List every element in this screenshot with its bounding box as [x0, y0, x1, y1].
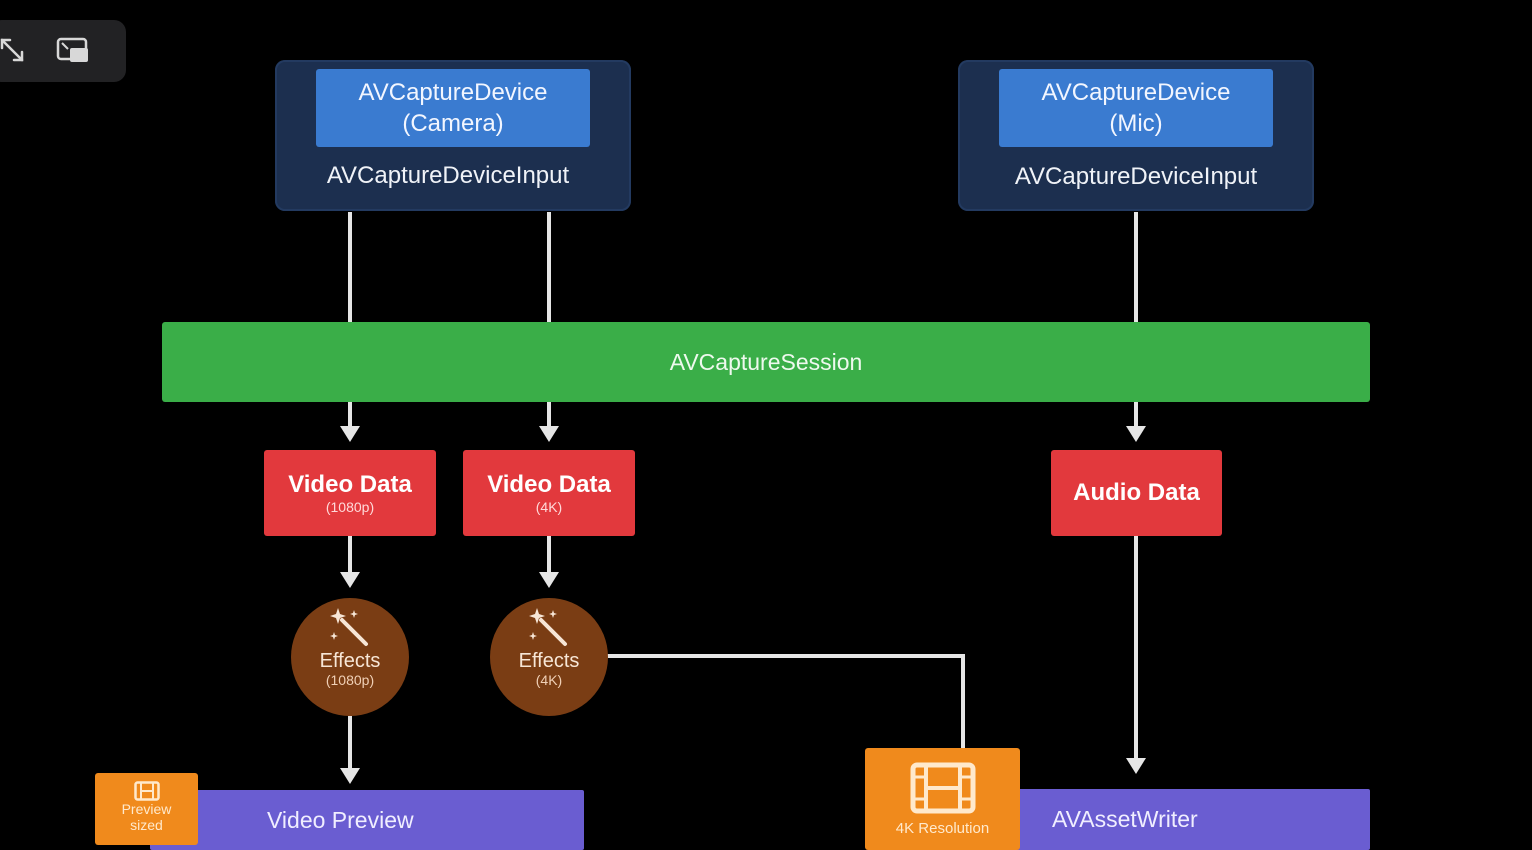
arrowhead: [340, 768, 360, 784]
magic-wand-icon: [529, 608, 567, 646]
video-data-resolution: (4K): [535, 499, 563, 515]
effects-title: Effects: [518, 650, 580, 672]
arrowhead: [1126, 758, 1146, 774]
preview-sized-badge: Preview sized: [95, 773, 198, 845]
4k-resolution-badge: 4K Resolution: [865, 748, 1020, 850]
camera-input-label: AVCaptureDeviceInput: [326, 162, 570, 189]
effects-1080p: Effects (1080p): [291, 598, 409, 716]
arrowhead: [539, 572, 559, 588]
effects-resolution: (4K): [535, 672, 563, 688]
camera-device: AVCaptureDevice (Camera): [316, 69, 590, 147]
arrowhead: [340, 572, 360, 588]
film-strip-icon: [133, 781, 160, 801]
resize-arrows-icon[interactable]: [0, 36, 28, 66]
wire-effects-4k-to-writer: [607, 654, 965, 748]
capture-session: AVCaptureSession: [162, 322, 1370, 402]
mic-device-type: (Mic): [1109, 110, 1163, 137]
camera-device-type: (Camera): [402, 110, 504, 137]
camera-device-input: AVCaptureDevice (Camera) AVCaptureDevice…: [275, 60, 631, 211]
preview-badge-line1: Preview: [121, 801, 172, 817]
arrowhead: [539, 426, 559, 442]
mic-device-name: AVCaptureDevice: [1041, 79, 1231, 106]
video-data-4k: Video Data (4K): [463, 450, 635, 536]
mic-input-label: AVCaptureDeviceInput: [1014, 163, 1258, 190]
picture-in-picture-icon[interactable]: [56, 36, 92, 66]
video-data-resolution: (1080p): [325, 499, 375, 515]
video-preview-label: Video Preview: [267, 806, 414, 833]
mic-device: AVCaptureDevice (Mic): [999, 69, 1273, 147]
arrowhead: [1126, 426, 1146, 442]
film-strip-icon: [910, 762, 975, 814]
effects-4k: Effects (4K): [490, 598, 608, 716]
magic-wand-icon: [330, 608, 368, 646]
mic-device-input: AVCaptureDevice (Mic) AVCaptureDeviceInp…: [958, 60, 1314, 211]
audio-data-title: Audio Data: [1073, 479, 1200, 506]
video-data-1080p: Video Data (1080p): [264, 450, 436, 536]
player-controls: [0, 20, 126, 82]
asset-writer: AVAssetWriter: [1010, 789, 1370, 850]
effects-title: Effects: [319, 650, 381, 672]
video-data-title: Video Data: [288, 471, 412, 498]
video-preview: Video Preview: [150, 790, 584, 850]
arrowhead: [340, 426, 360, 442]
asset-writer-label: AVAssetWriter: [1052, 806, 1198, 832]
audio-data: Audio Data: [1051, 450, 1222, 536]
preview-badge-line2: sized: [130, 817, 163, 833]
camera-device-name: AVCaptureDevice: [358, 79, 548, 106]
4k-badge-label: 4K Resolution: [895, 820, 990, 837]
video-data-title: Video Data: [487, 471, 611, 498]
effects-resolution: (1080p): [325, 672, 375, 688]
